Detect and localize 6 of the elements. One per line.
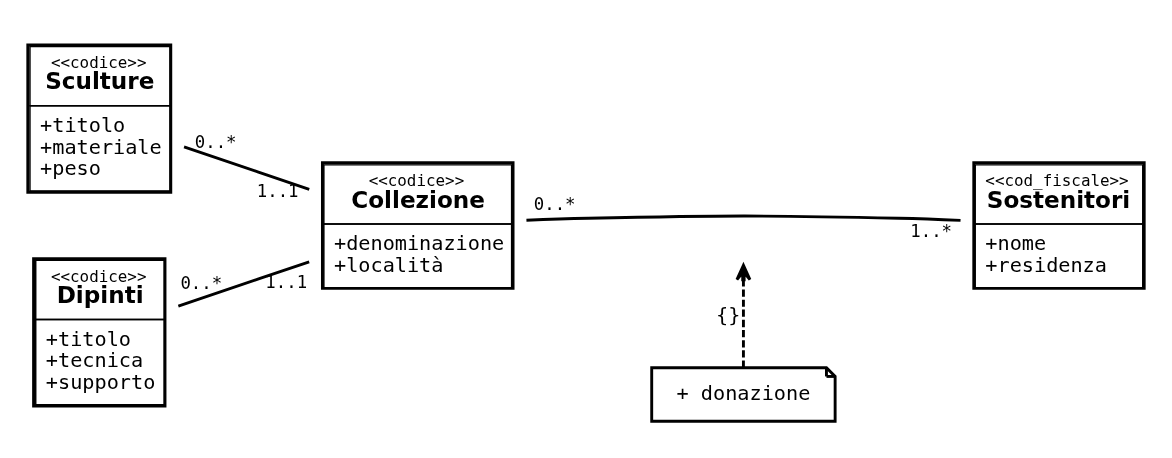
- edge-label: {}: [716, 302, 741, 327]
- label: 0..*: [180, 272, 223, 293]
- label: 0..*: [194, 131, 237, 152]
- label: 1..*: [910, 220, 953, 241]
- label: 0..*: [533, 193, 576, 214]
- label: 1..1: [256, 180, 299, 201]
